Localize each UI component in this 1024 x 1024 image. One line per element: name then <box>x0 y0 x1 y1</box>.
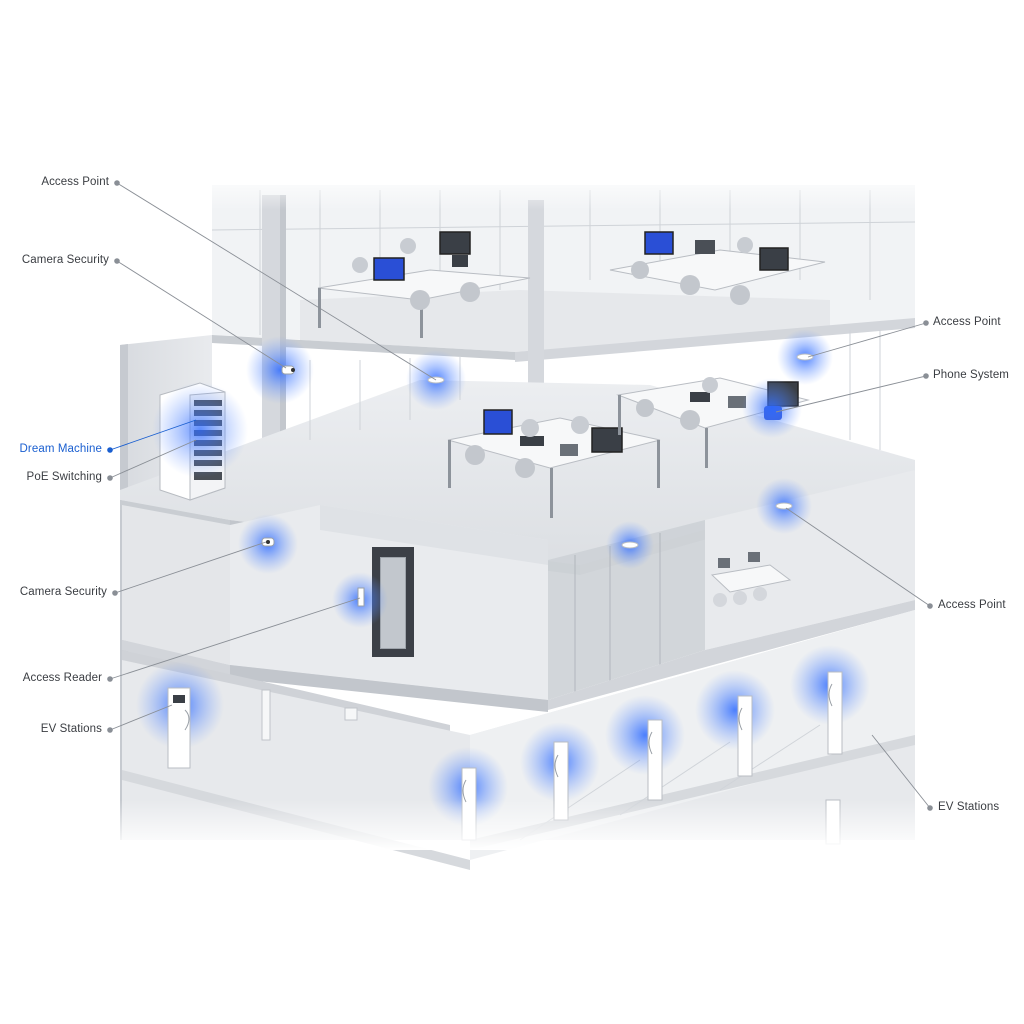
ev-station <box>737 695 753 777</box>
callout-lines <box>109 182 931 809</box>
label-camera-security-top: Camera Security <box>21 254 109 266</box>
label-phone-system: Phone System <box>933 369 1009 381</box>
label-access-reader: Access Reader <box>22 672 102 684</box>
workstations-upper-left <box>317 231 531 338</box>
label-access-point-top: Access Point <box>41 176 109 188</box>
label-poe-switching: PoE Switching <box>26 471 102 483</box>
label-ev-stations-right: EV Stations <box>938 801 1000 813</box>
workstations-middle-left <box>447 409 661 518</box>
access-point-device <box>796 353 814 361</box>
label-access-point-right-mid: Access Point <box>938 599 1006 611</box>
label-dream-machine: Dream Machine <box>19 443 102 455</box>
label-camera-security-mid: Camera Security <box>19 586 107 598</box>
ev-station <box>647 719 663 801</box>
ev-station-left <box>167 687 191 769</box>
camera-device <box>261 537 275 547</box>
meeting-desks <box>710 552 792 607</box>
ev-station <box>827 671 843 755</box>
label-access-point-right-top: Access Point <box>933 316 1001 328</box>
label-ev-stations-left: EV Stations <box>40 723 102 735</box>
access-point-device <box>621 541 639 549</box>
callout-dots <box>107 180 933 811</box>
workstations-upper-right <box>609 231 826 305</box>
access-reader-device <box>357 587 365 607</box>
access-point-device <box>775 502 793 510</box>
upper-floor <box>211 185 916 475</box>
camera-device <box>281 365 295 375</box>
